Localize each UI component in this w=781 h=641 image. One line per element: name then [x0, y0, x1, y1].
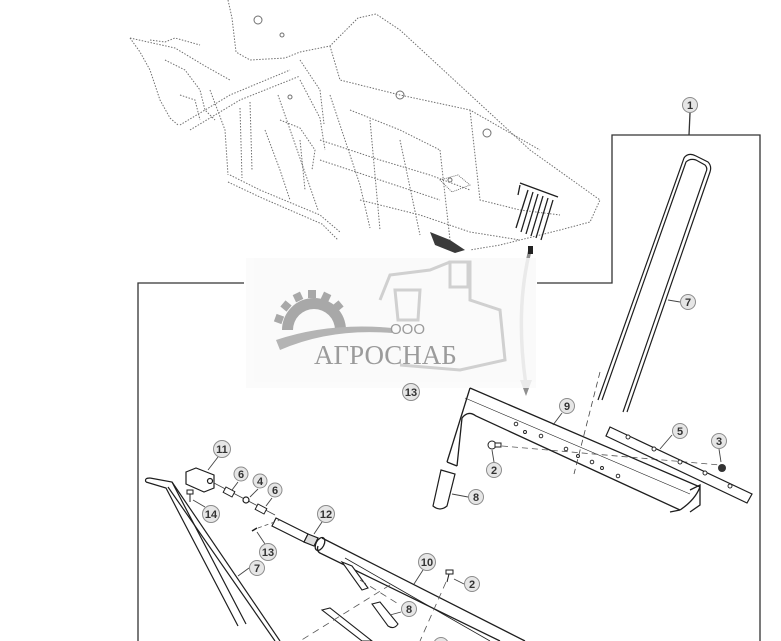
- part-9-holes: [513, 421, 621, 479]
- part-11-bracket: [185, 467, 215, 493]
- part-13-pin: [251, 527, 258, 532]
- callout-8: 8: [401, 601, 417, 617]
- callout-13: 13: [259, 543, 277, 561]
- svg-text:11: 11: [216, 444, 228, 456]
- leader-lines: [192, 299, 722, 616]
- svg-text:1: 1: [687, 100, 693, 112]
- frame-dark-block: [430, 232, 465, 253]
- callout-6: 6: [267, 482, 283, 498]
- frame-holes: [253, 15, 492, 183]
- svg-text:2: 2: [469, 579, 475, 591]
- callout-12: 12: [317, 505, 335, 523]
- part-4-washer: [242, 496, 250, 504]
- svg-text:7: 7: [254, 563, 260, 575]
- frame-hatch: [439, 174, 471, 193]
- part-12-shaft: [271, 517, 319, 547]
- svg-text:6: 6: [272, 485, 278, 497]
- part-7-tine-loop: [597, 153, 712, 413]
- svg-text:2: 2: [491, 465, 497, 477]
- svg-text:12: 12: [320, 509, 332, 521]
- part-6-spring-a: [222, 486, 236, 498]
- callout-3: 3: [711, 433, 727, 449]
- part-9-axis: [573, 371, 601, 475]
- part-10-fin-b: [320, 607, 373, 641]
- part-13-axis: [257, 519, 281, 529]
- group-1-bracket: [137, 112, 761, 641]
- lower-dashed-guides: [299, 579, 447, 641]
- frame-tine-cluster: [515, 182, 559, 241]
- callout-partial-bottom: [434, 637, 448, 641]
- callout-4: 4: [252, 473, 268, 489]
- svg-text:13: 13: [262, 547, 274, 559]
- part-3-nut: [718, 464, 726, 472]
- callout-7: 7: [249, 560, 265, 576]
- part-14-bolt: [186, 489, 194, 502]
- watermark-prefix: ООО: [390, 321, 425, 338]
- part-2-bolt-upper: [487, 440, 502, 450]
- watermark-company-name: АГРОСНАБ: [314, 340, 457, 370]
- part-5-holes: [625, 434, 733, 489]
- svg-text:3: 3: [716, 436, 722, 448]
- part-9-main-bar: [446, 387, 701, 513]
- svg-text:6: 6: [238, 469, 244, 481]
- callout-2: 2: [486, 462, 502, 478]
- svg-text:7: 7: [685, 297, 691, 309]
- svg-text:13: 13: [405, 387, 417, 399]
- svg-text:5: 5: [677, 426, 683, 438]
- part-8-sleeve-upper: [432, 469, 456, 510]
- part-2-bolt-lower: [445, 569, 454, 583]
- machine-frame: [129, 0, 601, 251]
- part-6-spring-b: [254, 503, 268, 515]
- svg-text:10: 10: [421, 557, 433, 569]
- part-10-lower-bar: [314, 536, 526, 641]
- callout-9: 9: [559, 398, 575, 414]
- svg-text:8: 8: [406, 604, 412, 616]
- svg-text:8: 8: [473, 492, 479, 504]
- callout-11: 11: [213, 440, 231, 458]
- watermark-logo: ООО АГРОСНАБ: [246, 258, 536, 388]
- svg-text:4: 4: [257, 476, 264, 488]
- callout-2: 2: [464, 576, 480, 592]
- callout-6: 6: [233, 466, 249, 482]
- part-10-fin-a: [340, 560, 369, 591]
- callout-5: 5: [672, 423, 688, 439]
- callout-7: 7: [680, 294, 696, 310]
- callout-8: 8: [468, 489, 484, 505]
- part-8-sleeve-lower: [371, 601, 399, 629]
- callout-13: 13: [402, 383, 420, 401]
- svg-text:14: 14: [205, 509, 218, 521]
- arrow-top-black: [528, 246, 533, 254]
- callout-10: 10: [418, 553, 436, 571]
- svg-text:9: 9: [564, 401, 570, 413]
- callout-1: 1: [682, 97, 698, 113]
- callout-14: 14: [202, 505, 220, 523]
- part-7-tine-lower: [144, 477, 281, 641]
